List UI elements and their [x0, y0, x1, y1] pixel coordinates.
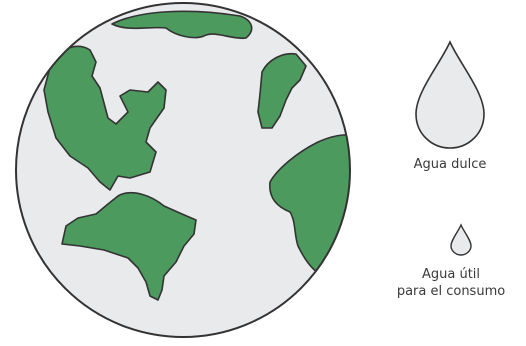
small-water-drop-icon — [451, 225, 471, 255]
usable-water-label: Agua útil para el consumo — [380, 266, 522, 300]
usable-water-label-line2: para el consumo — [380, 283, 522, 300]
usable-water-label-line1: Agua útil — [380, 266, 522, 283]
fresh-water-label: Agua dulce — [405, 156, 495, 173]
earth-globe-icon — [16, 3, 360, 337]
large-water-drop-icon — [416, 42, 484, 148]
